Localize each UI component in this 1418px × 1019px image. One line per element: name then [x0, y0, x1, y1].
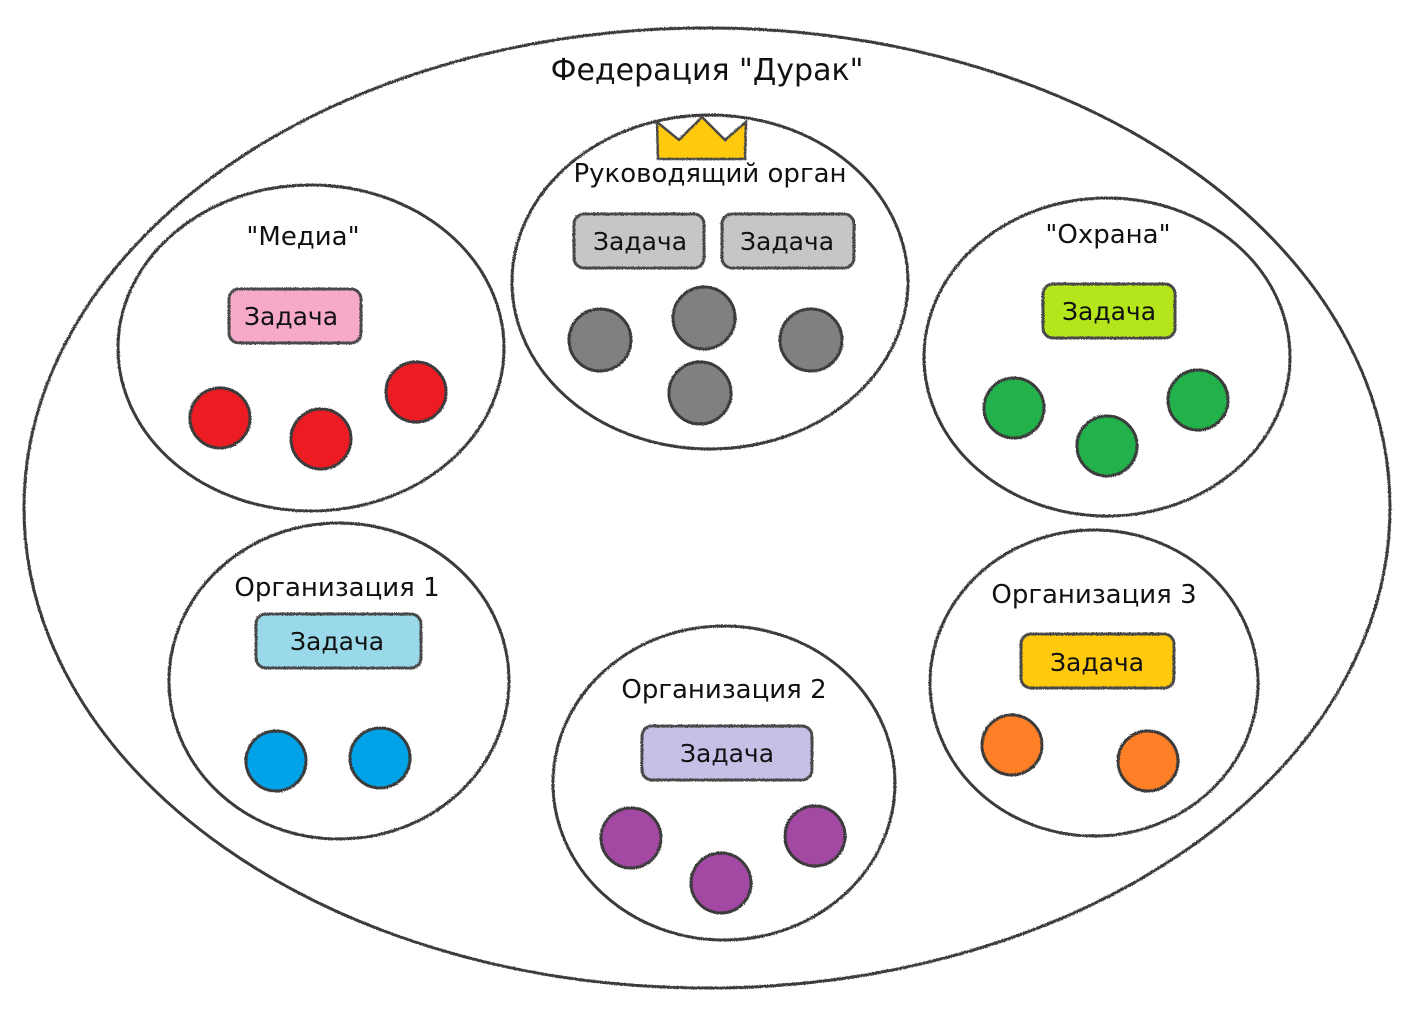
task-label: Задача [740, 227, 834, 256]
task-badge: Задача [1041, 282, 1177, 340]
member-dot [289, 407, 353, 471]
member-dot [244, 729, 308, 793]
task-label: Задача [244, 302, 338, 331]
task-label: Задача [680, 739, 774, 768]
task-label: Задача [1050, 648, 1144, 677]
task-badge: Задача [227, 287, 363, 345]
group-org-2: Организация 2 Задача [551, 624, 897, 942]
group-title: Организация 2 [621, 675, 826, 705]
member-dot [783, 804, 847, 868]
member-dot [567, 307, 633, 373]
member-dot [599, 806, 663, 870]
task-badge: Задача [572, 212, 706, 270]
group-org-3: Организация 3 Задача [928, 528, 1260, 838]
group-title: Организация 1 [234, 573, 439, 603]
task-badge: Задача [254, 612, 423, 670]
group-title: Организация 3 [991, 580, 1196, 610]
task-label: Задача [1062, 297, 1156, 326]
member-dot [778, 307, 844, 373]
member-dot [384, 360, 448, 424]
group-media: "Медиа" Задача [116, 183, 506, 513]
member-dot [667, 360, 733, 426]
member-dot [689, 851, 753, 915]
member-dot [1116, 729, 1180, 793]
federation-title: Федерация "Дурак" [551, 53, 864, 88]
group-org-1: Организация 1 Задача [167, 521, 511, 841]
group-guard: "Охрана" Задача [922, 196, 1292, 518]
group-title: "Охрана" [1045, 220, 1170, 250]
member-dot [188, 386, 252, 450]
member-dot [348, 726, 412, 790]
task-label: Задача [290, 627, 384, 656]
member-dot [1166, 368, 1230, 432]
task-badge: Задача [640, 724, 814, 782]
task-badge: Задача [1019, 632, 1176, 690]
member-dot [1075, 414, 1139, 478]
group-governing-body: Руководящий орган Задача Задача [510, 113, 910, 451]
crown-icon [655, 115, 748, 161]
task-label: Задача [593, 227, 687, 256]
group-title: "Медиа" [246, 222, 359, 252]
task-badge: Задача [720, 212, 856, 270]
member-dot [980, 713, 1044, 777]
group-title: Руководящий орган [573, 159, 846, 189]
member-dot [982, 376, 1046, 440]
member-dot [671, 285, 737, 351]
